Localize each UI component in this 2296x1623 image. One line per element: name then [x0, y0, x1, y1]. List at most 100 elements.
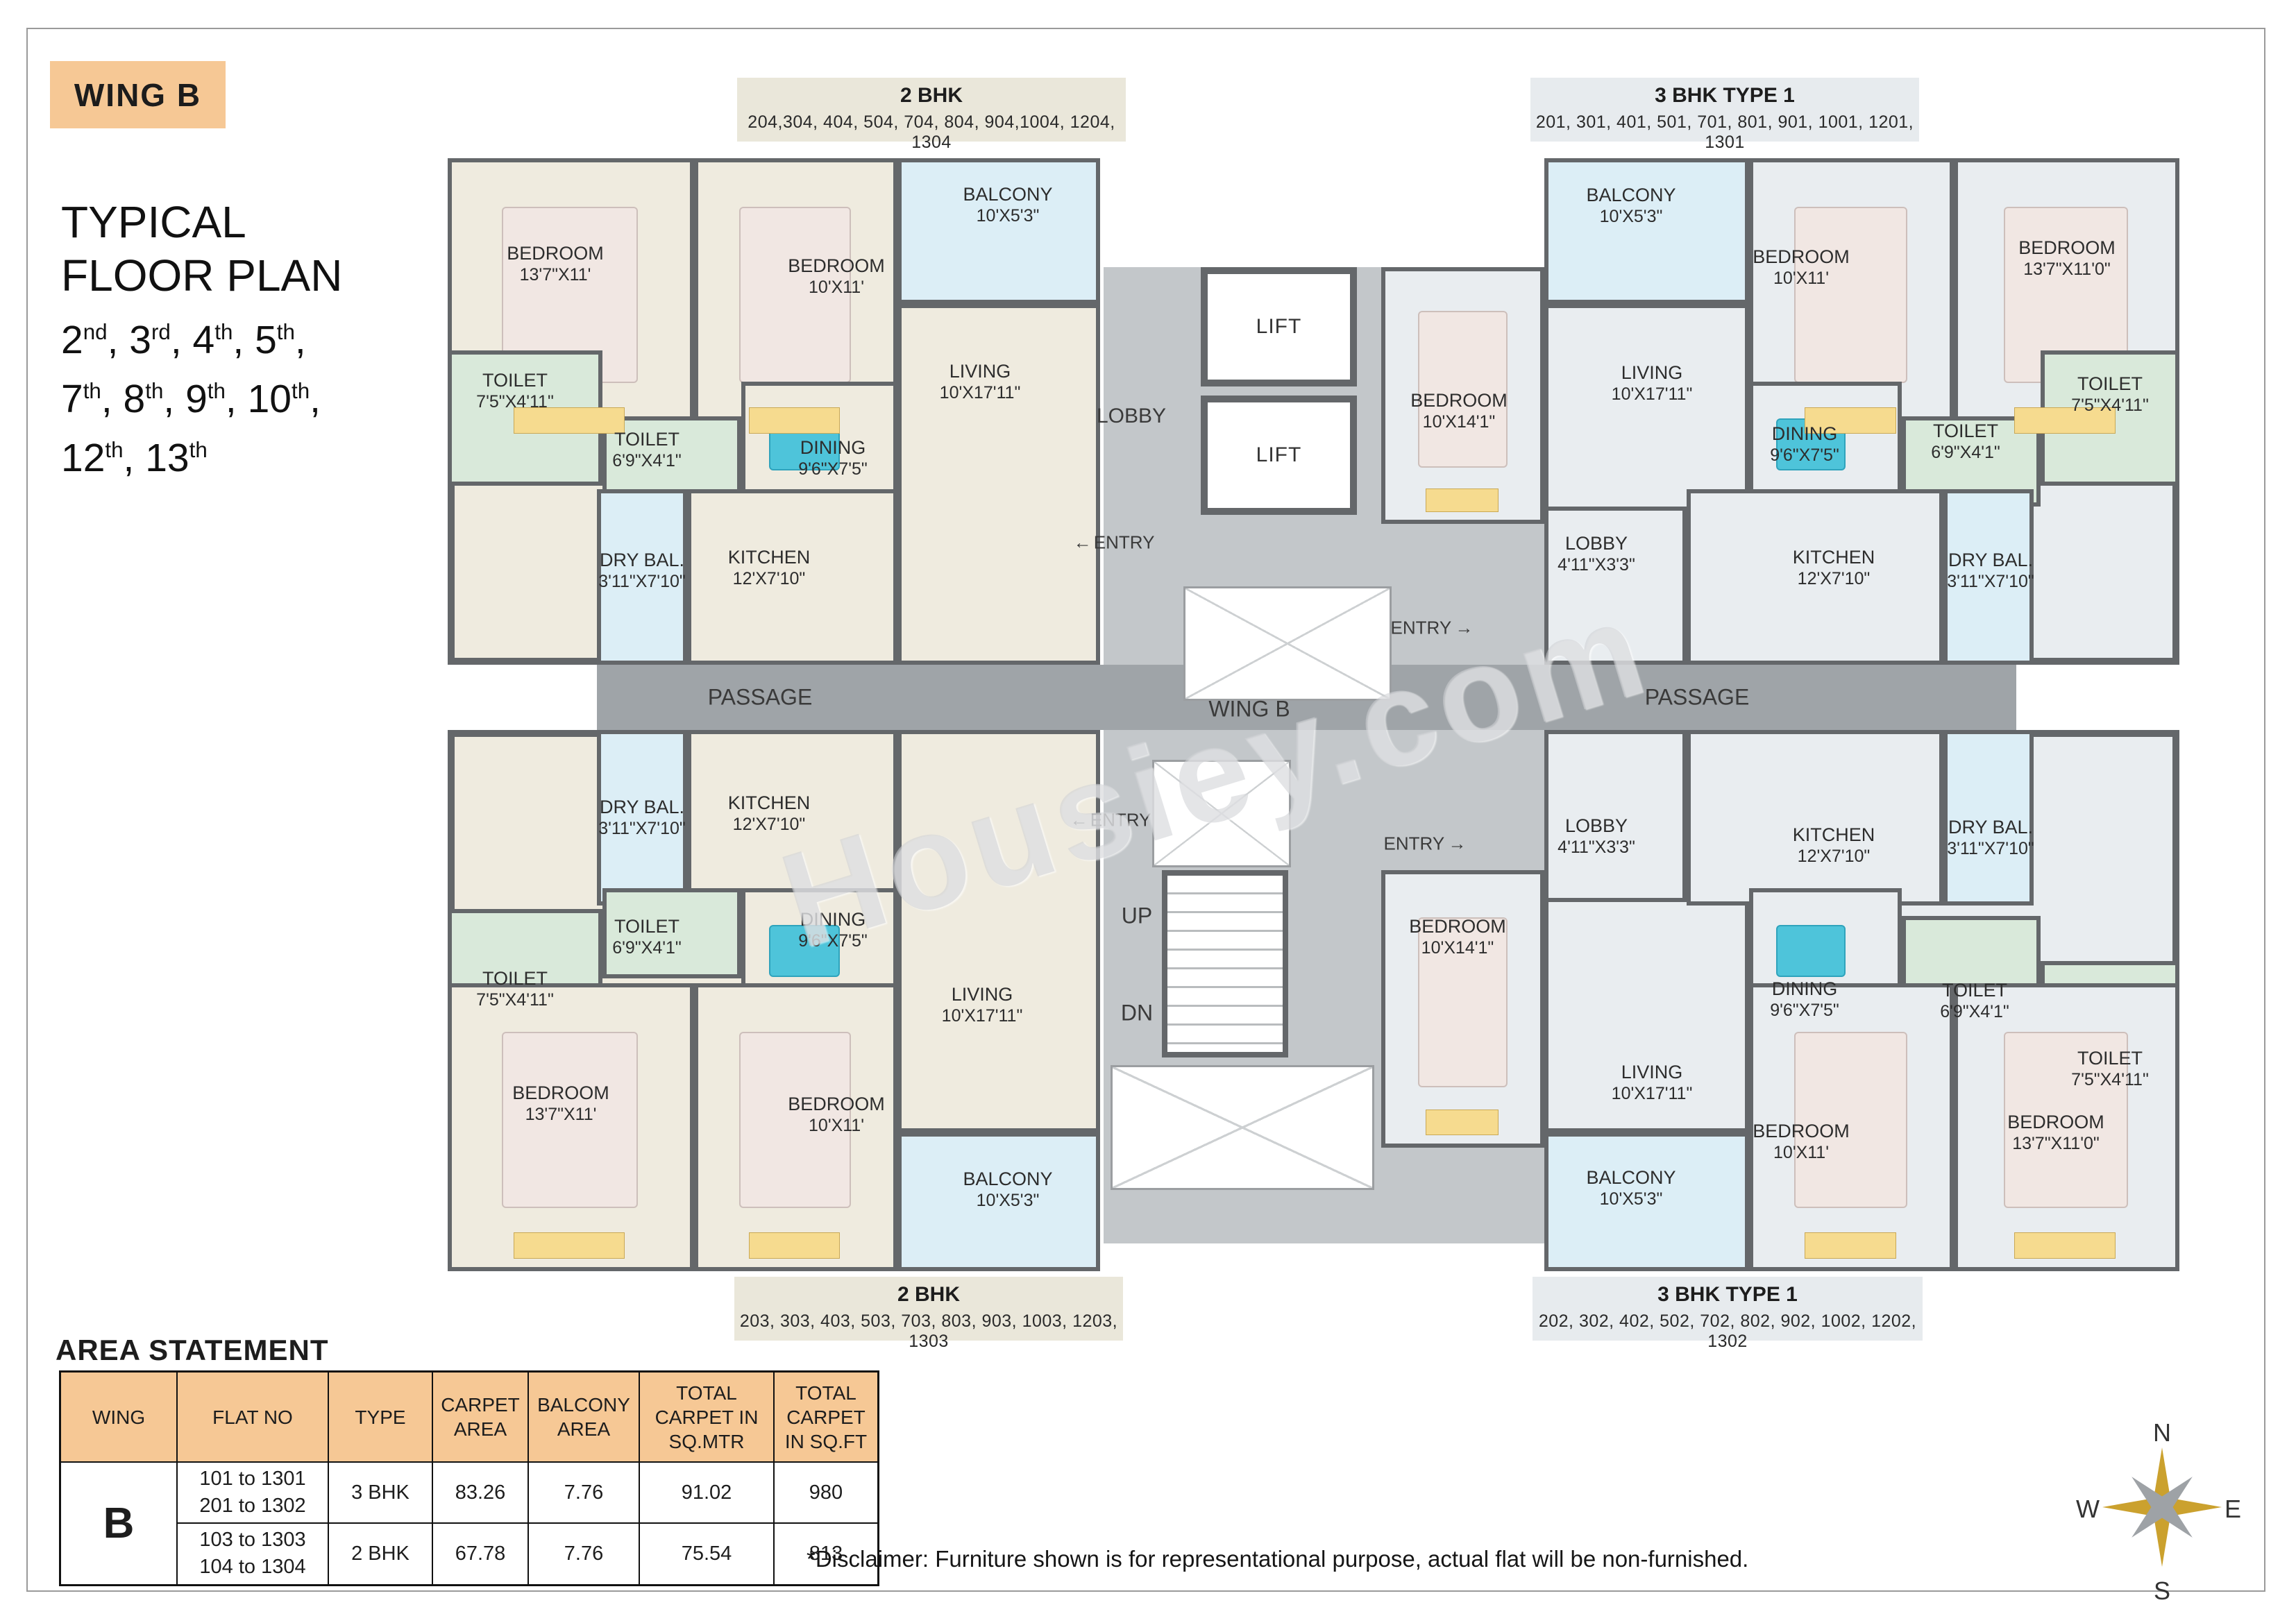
void-area: [1111, 1065, 1374, 1190]
area-table-type-cell: 2 BHK: [328, 1522, 433, 1586]
wing-badge: WING B: [50, 61, 226, 128]
area-table-column-type: TYPE: [328, 1370, 433, 1463]
plan-label-entry: ← ENTRY: [1073, 532, 1155, 553]
room-dry-bal: [597, 730, 687, 906]
disclaimer-text: *Disclaimer: Furniture shown is for repr…: [807, 1546, 1749, 1572]
unit-tag-top-right: 3 BHK TYPE 1 201, 301, 401, 501, 701, 80…: [1530, 78, 1919, 152]
room-label: DRY BAL.3'11"X7'10": [1947, 549, 2034, 592]
room-kitchen: [687, 489, 897, 665]
area-statement-heading: AREA STATEMENT: [56, 1334, 329, 1366]
room-bedroom: [448, 983, 694, 1271]
room-kitchen: [1687, 489, 1943, 665]
plan-title-line2: FLOOR PLAN: [61, 250, 343, 300]
plan-title-line1: TYPICAL: [61, 197, 246, 247]
area-table-carpet-area-cell: 83.26: [432, 1461, 529, 1524]
room-balcony: [1544, 1132, 1749, 1271]
unit-tag-bottom-left: 2 BHK 203, 303, 403, 503, 703, 803, 903,…: [734, 1277, 1123, 1351]
compass-north-label: N: [2153, 1418, 2171, 1447]
room-living: [897, 304, 1100, 665]
plan-label-up: UP: [1121, 903, 1153, 928]
room-dry-bal: [1943, 730, 2034, 906]
plan-label-passage: PASSAGE: [707, 684, 813, 710]
plan-title: TYPICAL FLOOR PLAN 2nd, 3rd, 4th, 5th, 7…: [61, 196, 342, 484]
room-balcony: [1544, 158, 1749, 304]
entry-arrow-right-icon: →: [1451, 617, 1473, 638]
room-dry-bal: [597, 489, 687, 665]
area-table-total-sqft-cell: 980: [773, 1461, 879, 1524]
area-table-total-sqft-cell: 813: [773, 1522, 879, 1586]
void-area: [1183, 586, 1392, 701]
plan-label-wing-b: WING B: [1208, 696, 1290, 722]
room-balcony: [897, 1132, 1100, 1271]
area-table-total-sqmtr-cell: 91.02: [639, 1461, 775, 1524]
unit-tag-title: 2 BHK: [897, 1283, 960, 1306]
room-bedroom: [1381, 870, 1544, 1148]
unit-tag-units: 203, 303, 403, 503, 703, 803, 903, 1003,…: [739, 1311, 1118, 1351]
page-frame: [26, 28, 2265, 1592]
area-table-column-total-carpet-in-sq-ft: TOTAL CARPET IN SQ.FT: [773, 1370, 879, 1463]
area-table-column-wing: WING: [59, 1370, 178, 1463]
staircase: [1162, 870, 1288, 1057]
room-kitchen: [1687, 730, 1943, 906]
unit-tag-bottom-right: 3 BHK TYPE 1 202, 302, 402, 502, 702, 80…: [1533, 1277, 1923, 1351]
plan-label-entry: ← ENTRY: [1070, 809, 1151, 831]
room-living: [897, 730, 1100, 1132]
unit-tag-units: 204,304, 404, 504, 704, 804, 904,1004, 1…: [748, 112, 1115, 152]
area-table-balcony-area-cell: 7.76: [527, 1461, 640, 1524]
area-table-wing-cell: B: [59, 1461, 178, 1586]
room-dry-bal: [1943, 489, 2034, 665]
floor-list: 2nd, 3rd, 4th, 5th, 7th, 8th, 9th, 10th,…: [61, 318, 321, 480]
unit-tag-units: 202, 302, 402, 502, 702, 802, 902, 1002,…: [1538, 1311, 1917, 1351]
area-table-type-cell: 3 BHK: [328, 1461, 433, 1524]
room-bedroom: [1381, 267, 1544, 524]
area-table-balcony-area-cell: 7.76: [527, 1522, 640, 1586]
area-table-carpet-area-cell: 67.78: [432, 1522, 529, 1586]
room-toilet: [602, 888, 741, 978]
plan-label-lobby: LOBBY: [1096, 405, 1167, 427]
room-lobby: [1544, 730, 1687, 902]
compass-east-label: E: [2225, 1495, 2242, 1523]
entry-arrow-right-icon: →: [1444, 833, 1466, 854]
unit-tag-units: 201, 301, 401, 501, 701, 801, 901, 1001,…: [1535, 112, 1914, 152]
area-table-column-carpet-area: CARPET AREA: [432, 1370, 529, 1463]
void-area: [1152, 760, 1291, 867]
room-kitchen: [687, 730, 897, 906]
plan-label-passage: PASSAGE: [1644, 684, 1750, 710]
room-bedroom: [1749, 983, 1954, 1271]
room-bedroom: [1954, 983, 2179, 1271]
plan-label-entry: ENTRY →: [1390, 617, 1474, 638]
